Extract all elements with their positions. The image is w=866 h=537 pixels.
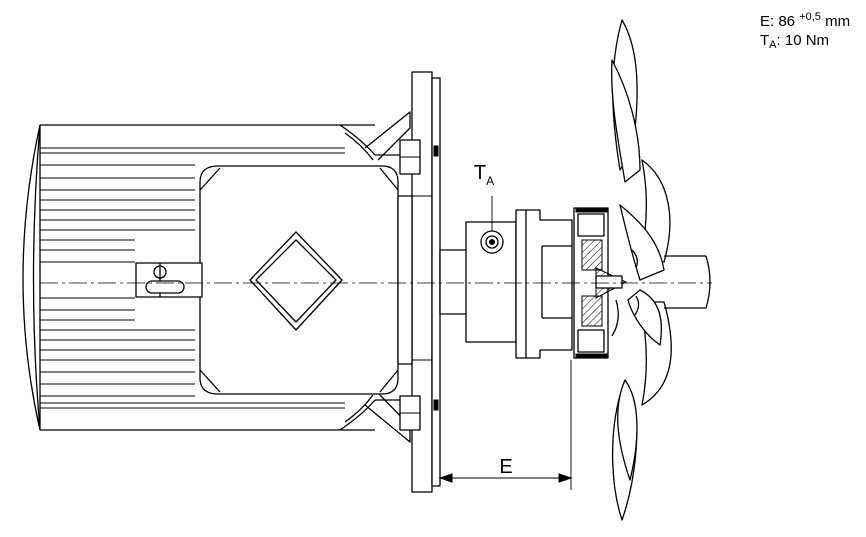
motor-shaft <box>439 249 471 315</box>
terminal-box <box>199 165 399 395</box>
dimension-e: E <box>438 360 573 490</box>
torque-label: TA <box>474 162 494 188</box>
torque-spec: TA: 10 Nm <box>760 32 830 51</box>
cooling-fins <box>40 147 345 409</box>
torque-callout: TA <box>474 162 494 231</box>
dimension-e-spec: E: 86 +0,5 mm <box>760 11 851 30</box>
output-shaft <box>664 255 711 309</box>
clamping-screw-icon <box>480 230 504 254</box>
cable-gland <box>135 262 203 298</box>
fan-impeller <box>611 19 672 521</box>
dimension-e-label: E <box>499 456 512 478</box>
specifications-block: E: 86 +0,5 mm TA: 10 Nm <box>760 8 850 55</box>
mounting-flange <box>397 71 441 493</box>
clamping-hub <box>465 209 573 359</box>
motor-housing <box>22 124 376 431</box>
